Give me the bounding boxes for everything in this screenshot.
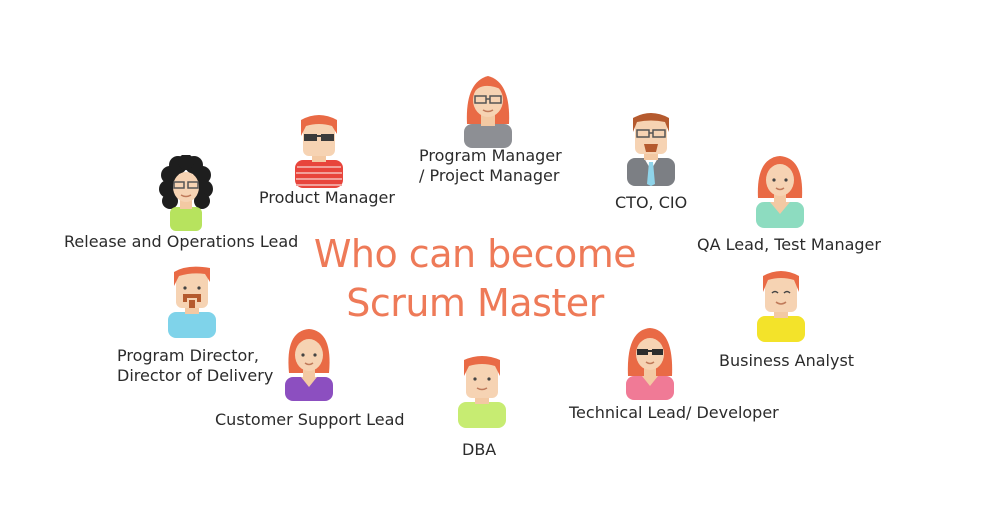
product-manager-label: Product Manager xyxy=(259,188,395,207)
customer-support-lead-avatar-icon xyxy=(281,325,337,401)
dba-label: DBA xyxy=(462,440,497,459)
title-line-1: Who can become xyxy=(313,232,637,276)
customer-support-lead-label: Customer Support Lead xyxy=(215,410,405,429)
program-manager-avatar-icon xyxy=(461,72,515,148)
release-ops-lead-label: Release and Operations Lead xyxy=(64,232,299,251)
cto-cio-avatar-icon xyxy=(624,110,678,186)
program-manager-label-2: / Project Manager xyxy=(419,166,560,185)
program-director-label-2: Director of Delivery xyxy=(117,366,274,385)
business-analyst-avatar-icon xyxy=(754,266,808,342)
program-manager-label-1: Program Manager xyxy=(419,146,562,165)
dba-avatar-icon xyxy=(455,352,509,428)
title-line-2: Scrum Master xyxy=(346,281,604,325)
qa-lead-avatar-icon xyxy=(752,152,808,228)
technical-lead-label: Technical Lead/ Developer xyxy=(569,403,779,422)
business-analyst-label: Business Analyst xyxy=(719,351,855,370)
program-director-avatar-icon xyxy=(165,262,219,338)
release-ops-lead-avatar-icon xyxy=(158,155,214,231)
qa-lead-label: QA Lead, Test Manager xyxy=(697,235,881,254)
program-director-label-1: Program Director, xyxy=(117,346,259,365)
product-manager-avatar-icon xyxy=(292,112,346,188)
cto-cio-label: CTO, CIO xyxy=(615,193,688,212)
technical-lead-avatar-icon xyxy=(622,324,678,400)
